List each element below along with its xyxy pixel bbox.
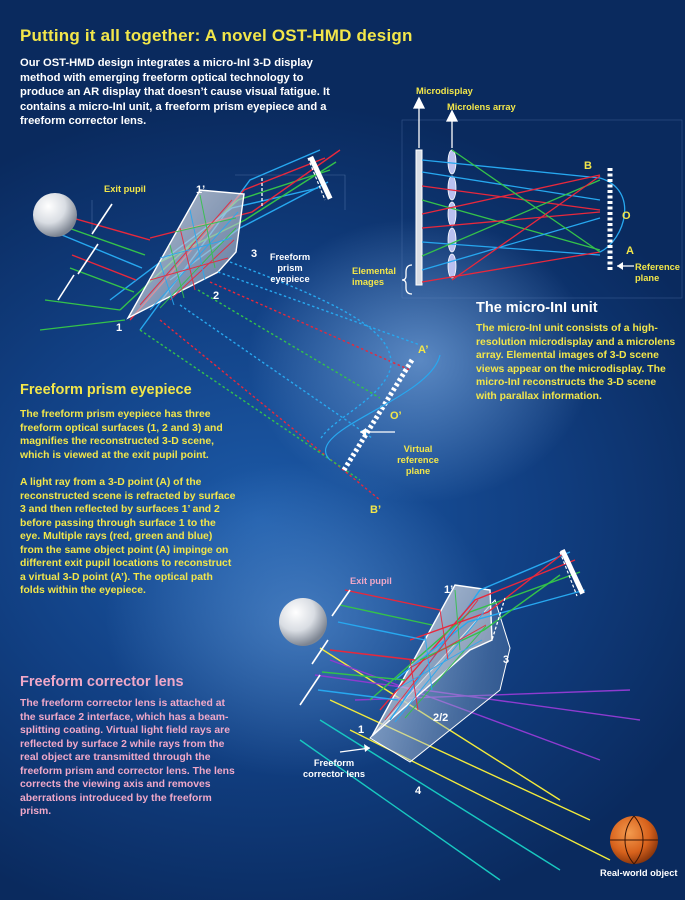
- label-microlens-array: Microlens array: [447, 102, 516, 112]
- marker-surface-1prime-top: 1’: [196, 184, 206, 196]
- marker-surface-2-top: 2: [213, 290, 220, 302]
- prism-heading: Freeform prism eyepiece: [20, 382, 192, 398]
- marker-point-A: A: [626, 245, 634, 257]
- page-title: Putting it all together: A novel OST-HMD…: [20, 26, 413, 45]
- bottom-prism-internal-rays: [384, 589, 487, 723]
- label-freeform-corrector-lens: Freeform corrector lens: [302, 758, 365, 779]
- bottom-micro-display: [560, 548, 585, 595]
- marker-surface-3-top: 3: [251, 248, 258, 260]
- marker-point-B: B: [584, 160, 592, 172]
- microdisplay-panel: [415, 149, 423, 286]
- top-micro-display: [308, 155, 333, 200]
- marker-surface-22-bottom: 2/2: [433, 712, 449, 724]
- marker-surface-3-bottom: 3: [503, 654, 510, 666]
- top-prism-assembly: [33, 149, 441, 501]
- label-exit-pupil-top: Exit pupil: [104, 184, 146, 194]
- top-virtual-rays: [139, 261, 421, 501]
- bottom-eyeball: [279, 598, 327, 646]
- marker-surface-1prime-bottom: 1’: [444, 584, 454, 596]
- label-virtual-reference-plane: Virtual reference plane: [397, 444, 439, 476]
- real-world-basketball: [610, 815, 658, 865]
- marker-point-B-prime: B’: [370, 504, 381, 516]
- micro-ini-rays: [421, 149, 601, 283]
- corrector-heading: Freeform corrector lens: [20, 674, 184, 690]
- label-elemental-images: Elemental images: [352, 266, 396, 287]
- top-exit-rays: [59, 214, 151, 293]
- corrector-body: The freeform corrector lens is attached …: [20, 698, 235, 817]
- micro-ini-body: The micro-InI unit consists of a high-re…: [476, 323, 676, 402]
- label-real-world-object: Real-world object: [600, 868, 678, 878]
- top-prism-internal-rays: [139, 194, 239, 311]
- prism-para1: The freeform prism eyepiece has three fr…: [20, 409, 223, 461]
- label-microdisplay: Microdisplay: [416, 86, 473, 96]
- label-freeform-prism-eyepiece: Freeform prism eyepiece: [269, 252, 311, 284]
- marker-point-A-prime: A’: [418, 344, 429, 356]
- microlens-array: [447, 149, 457, 279]
- label-reference-plane: Reference plane: [635, 262, 680, 283]
- marker-point-O: O: [622, 210, 631, 222]
- micro-ini-assembly: [401, 96, 683, 299]
- label-exit-pupil-bottom: Exit pupil: [350, 576, 392, 586]
- marker-point-O-prime: O’: [390, 410, 402, 422]
- micro-ini-heading: The micro-InI unit: [476, 300, 598, 316]
- bottom-exit-pupil-marks: [299, 589, 351, 706]
- top-eyeball: [33, 193, 77, 237]
- prism-para2: A light ray from a 3-D point (A) of the …: [20, 477, 236, 596]
- intro-paragraph: Our OST-HMD design integrates a micro-In…: [20, 57, 330, 128]
- bottom-corrector-assembly: [279, 548, 658, 881]
- marker-surface-1-top: 1: [116, 322, 123, 334]
- top-exit-pupil-marks: [57, 203, 113, 301]
- marker-surface-1-bottom: 1: [358, 724, 365, 736]
- marker-surface-4-bottom: 4: [415, 785, 422, 797]
